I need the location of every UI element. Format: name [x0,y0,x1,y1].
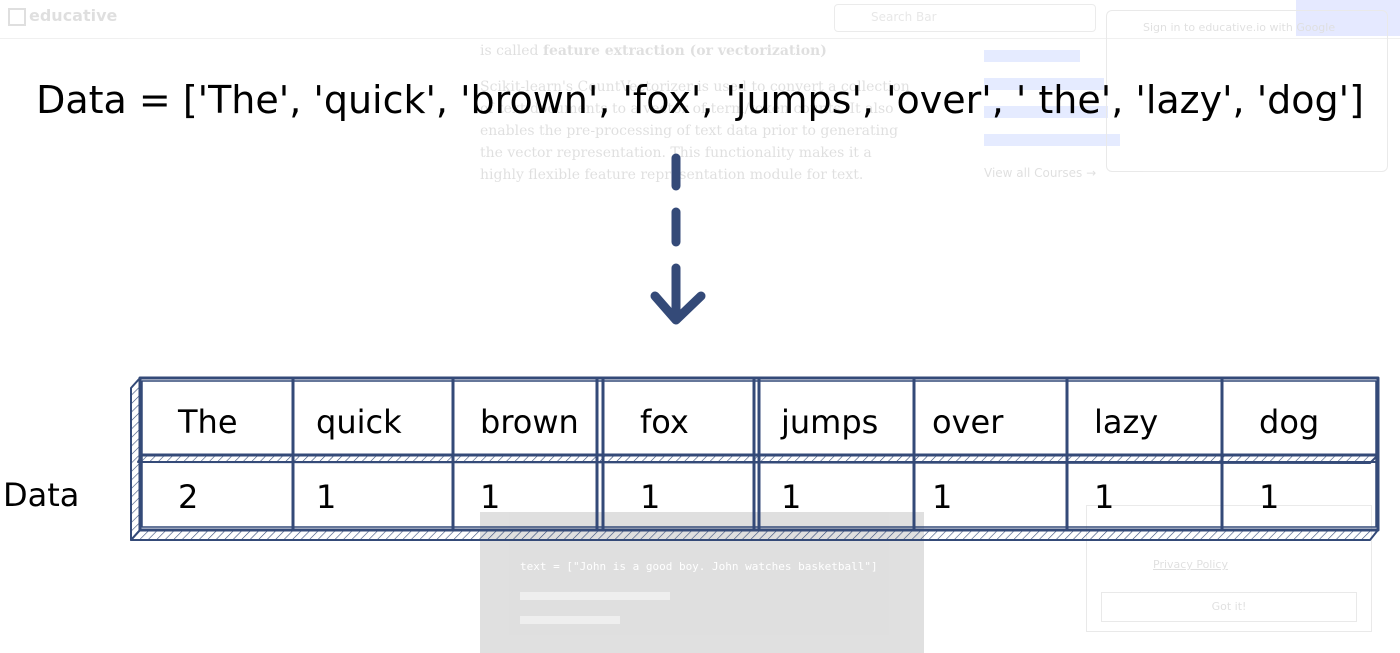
count-cell-value: 2 [178,478,199,516]
table-column-dividers [291,378,1224,530]
count-cell-value: 1 [1259,478,1280,516]
header-cell-token: fox [640,403,689,441]
down-arrow-icon [650,153,706,325]
data-list-text: Data = ['The', 'quick', 'brown', 'fox', … [36,78,1364,122]
count-cell-value: 1 [1094,478,1115,516]
count-table [130,376,1380,541]
header-cell-token: over [932,403,1004,441]
header-cell-token: quick [316,403,402,441]
header-cell-token: lazy [1094,403,1159,441]
header-cell-token: jumps [781,403,879,441]
count-cell-value: 1 [932,478,953,516]
count-cell-value: 1 [640,478,661,516]
header-cell-token: dog [1259,403,1320,441]
header-cell-token: brown [480,403,579,441]
header-cell-token: The [178,403,238,441]
count-cell-value: 1 [781,478,802,516]
row-label-data: Data [3,476,80,514]
count-cell-value: 1 [480,478,501,516]
count-cell-value: 1 [316,478,337,516]
